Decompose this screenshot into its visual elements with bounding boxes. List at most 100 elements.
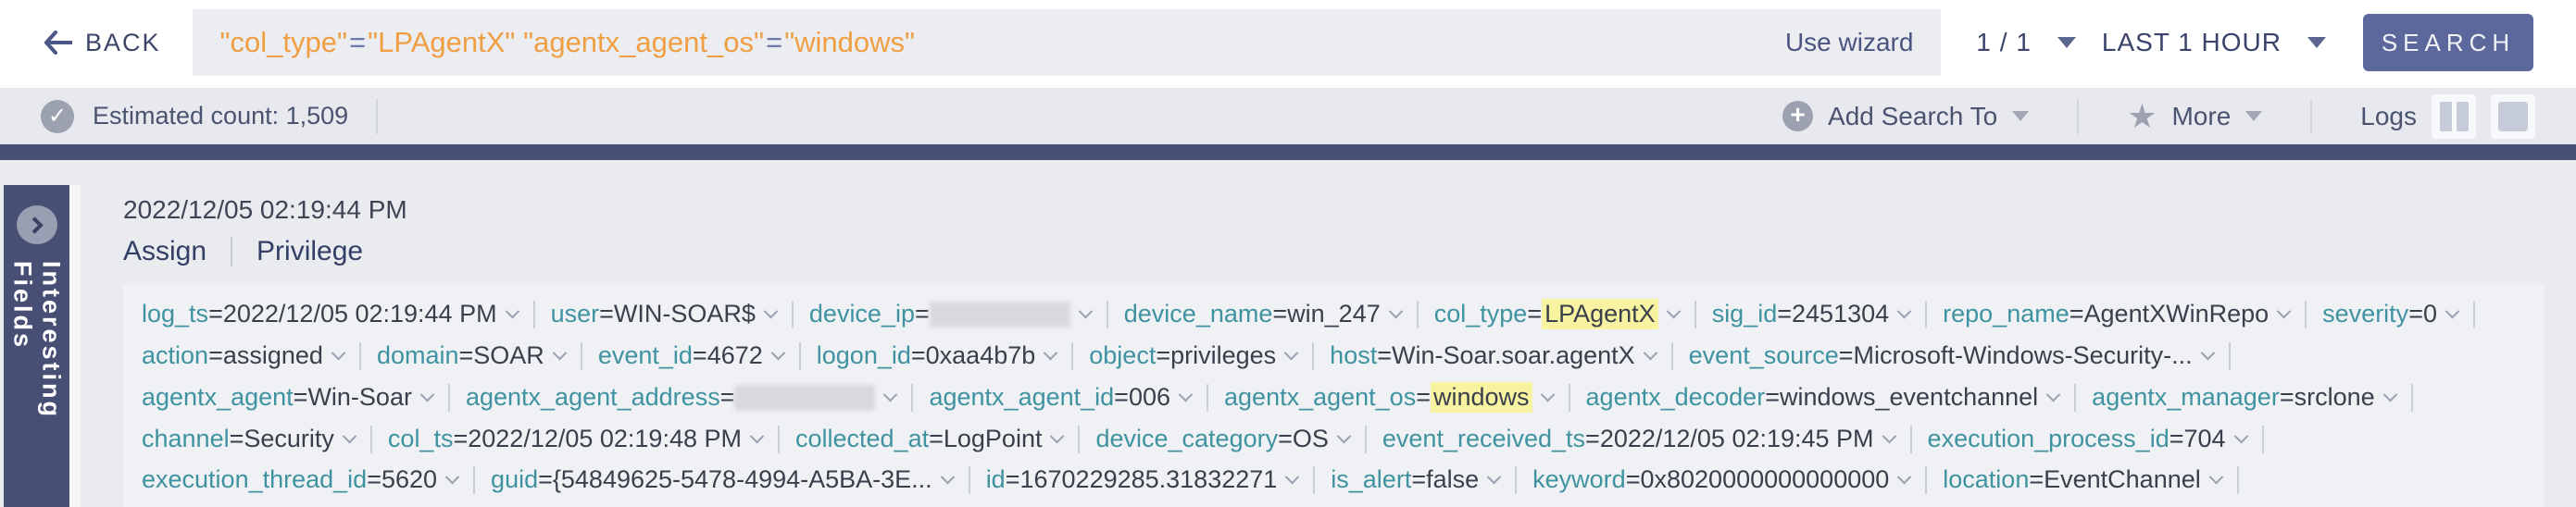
log-field-log_ts[interactable]: log_ts=2022/12/05 02:19:44 PM <box>142 300 519 328</box>
log-field-agentx_agent_address[interactable]: agentx_agent_address= <box>466 383 898 412</box>
chevron-down-icon[interactable] <box>1043 345 1058 361</box>
field-divider <box>911 383 914 412</box>
field-equals: = <box>1272 300 1288 328</box>
chevron-down-icon[interactable] <box>749 428 765 444</box>
chevron-down-icon[interactable] <box>505 303 519 319</box>
chevron-down-icon[interactable] <box>2208 469 2224 485</box>
chevron-down-icon[interactable] <box>2382 387 2397 402</box>
chevron-down-icon[interactable] <box>2233 428 2248 444</box>
search-input[interactable]: "col_type"="LPAgentX" "agentx_agent_os"=… <box>192 9 1942 76</box>
chevron-down-icon[interactable] <box>1285 469 1300 485</box>
interesting-fields-title: Interesting Fields <box>8 261 66 420</box>
assign-link[interactable]: Assign <box>123 236 207 266</box>
chevron-down-icon[interactable] <box>763 303 779 319</box>
log-field-device_category[interactable]: device_category=OS <box>1095 425 1352 453</box>
search-button[interactable]: SEARCH <box>2363 14 2533 71</box>
more-button[interactable]: ★ More <box>2127 99 2263 132</box>
chevron-down-icon[interactable] <box>342 428 357 444</box>
logs-column-view-button[interactable] <box>2432 93 2476 139</box>
chevron-down-icon[interactable] <box>1896 303 1912 319</box>
chevron-down-icon[interactable] <box>1336 428 1352 444</box>
log-field-guid[interactable]: guid={54849625-5478-4994-A5BA-3E... <box>491 465 955 494</box>
chevron-down-icon[interactable] <box>2276 303 2292 319</box>
log-field-domain[interactable]: domain=SOAR <box>377 341 568 370</box>
log-field-device_name[interactable]: device_name=win_247 <box>1124 300 1404 328</box>
log-field-col_ts[interactable]: col_ts=2022/12/05 02:19:48 PM <box>388 425 765 453</box>
field-key: agentx_decoder <box>1585 383 1766 411</box>
field-equals: = <box>910 341 926 369</box>
divider <box>2077 98 2080 134</box>
log-field-channel[interactable]: channel=Security <box>142 425 357 453</box>
field-value: Win-Soar.soar.agentX <box>1392 341 1635 369</box>
chevron-down-icon[interactable] <box>1540 387 1555 402</box>
log-field-col_type[interactable]: col_type=LPAgentX <box>1433 299 1681 329</box>
chevron-down-icon[interactable] <box>2445 303 2460 319</box>
field-divider <box>1071 341 1074 370</box>
log-field-logon_id[interactable]: logon_id=0xaa4b7b <box>817 341 1058 370</box>
log-field-user[interactable]: user=WIN-SOAR$ <box>551 300 779 328</box>
chevron-down-icon[interactable] <box>1078 303 1094 319</box>
log-field-event_id[interactable]: event_id=4672 <box>598 341 786 370</box>
chevron-down-icon[interactable] <box>444 469 460 485</box>
logs-grid-view-button[interactable] <box>2491 93 2535 139</box>
log-field-id[interactable]: id=1670229285.31832271 <box>986 465 1300 494</box>
log-field-agentx_agent_id[interactable]: agentx_agent_id=006 <box>929 383 1194 412</box>
log-field-repo_name[interactable]: repo_name=AgentXWinRepo <box>1943 300 2292 328</box>
result-pagination[interactable]: 1 / 1 <box>1976 28 2032 56</box>
chevron-down-icon[interactable] <box>1643 345 1657 361</box>
log-field-event_received_ts[interactable]: event_received_ts=2022/12/05 02:19:45 PM <box>1382 425 1896 453</box>
chevron-down-icon[interactable] <box>331 345 346 361</box>
log-field-host[interactable]: host=Win-Soar.soar.agentX <box>1330 341 1657 370</box>
chevron-down-icon[interactable] <box>2045 387 2061 402</box>
field-key: col_type <box>1433 300 1528 328</box>
add-search-to-button[interactable]: + Add Search To <box>1782 101 2030 131</box>
column-view-icon <box>2456 101 2469 131</box>
log-field-agentx_decoder[interactable]: agentx_decoder=windows_eventchannel <box>1585 383 2061 412</box>
time-range-dropdown-icon[interactable] <box>2307 37 2326 48</box>
log-field-object[interactable]: object=privileges <box>1089 341 1299 370</box>
chevron-down-icon[interactable] <box>1896 469 1912 485</box>
use-wizard-button[interactable]: Use wizard <box>1784 28 1914 56</box>
log-field-action[interactable]: action=assigned <box>142 341 346 370</box>
pagination-dropdown-icon[interactable] <box>2057 37 2076 48</box>
log-field-device_ip[interactable]: device_ip= <box>809 300 1094 328</box>
chevron-down-icon[interactable] <box>2200 345 2215 361</box>
field-key: execution_process_id <box>1927 425 2170 452</box>
privilege-link[interactable]: Privilege <box>256 236 364 266</box>
chevron-down-icon[interactable] <box>419 387 435 402</box>
chevron-down-icon[interactable] <box>1666 303 1681 319</box>
field-list: log_ts=2022/12/05 02:19:44 PM user=WIN-SO… <box>142 299 2526 507</box>
back-button[interactable]: BACK <box>43 29 161 57</box>
log-field-location[interactable]: location=EventChannel <box>1943 465 2224 494</box>
field-key: severity <box>2322 300 2409 328</box>
log-field-keyword[interactable]: keyword=0x8020000000000000 <box>1532 465 1912 494</box>
log-field-agentx_agent_os[interactable]: agentx_agent_os=windows <box>1224 382 1555 413</box>
field-value: srclone <box>2294 383 2375 411</box>
field-equals: = <box>1411 465 1427 493</box>
field-divider <box>1670 341 1673 370</box>
chevron-down-icon[interactable] <box>1283 345 1299 361</box>
log-field-execution_process_id[interactable]: execution_process_id=704 <box>1927 425 2248 453</box>
log-field-agentx_agent[interactable]: agentx_agent=Win-Soar <box>142 383 435 412</box>
time-range-selector[interactable]: LAST 1 HOUR <box>2101 28 2282 56</box>
estimated-count: Estimated count: 1,509 <box>93 102 349 130</box>
log-field-event_source[interactable]: event_source=Microsoft-Windows-Security-… <box>1689 341 2215 370</box>
chevron-down-icon[interactable] <box>1388 303 1404 319</box>
chevron-down-icon[interactable] <box>1486 469 1502 485</box>
chevron-down-icon[interactable] <box>770 345 786 361</box>
log-field-execution_thread_id[interactable]: execution_thread_id=5620 <box>142 465 460 494</box>
chevron-down-icon[interactable] <box>1050 428 1065 444</box>
expand-sidebar-button[interactable] <box>16 205 57 245</box>
chevron-down-icon[interactable] <box>552 345 568 361</box>
chevron-down-icon[interactable] <box>1178 387 1194 402</box>
log-field-sig_id[interactable]: sig_id=2451304 <box>1712 300 1912 328</box>
chevron-down-icon[interactable] <box>1882 428 1896 444</box>
query-segment: "col_type" <box>219 26 348 58</box>
chevron-down-icon[interactable] <box>940 469 955 485</box>
chevron-down-icon[interactable] <box>883 387 898 402</box>
log-field-agentx_manager[interactable]: agentx_manager=srclone <box>2092 383 2397 412</box>
log-field-severity[interactable]: severity=0 <box>2322 300 2460 328</box>
log-field-is_alert[interactable]: is_alert=false <box>1331 465 1502 494</box>
log-field-collected_at[interactable]: collected_at=LogPoint <box>795 425 1065 453</box>
field-equals: = <box>929 425 944 452</box>
